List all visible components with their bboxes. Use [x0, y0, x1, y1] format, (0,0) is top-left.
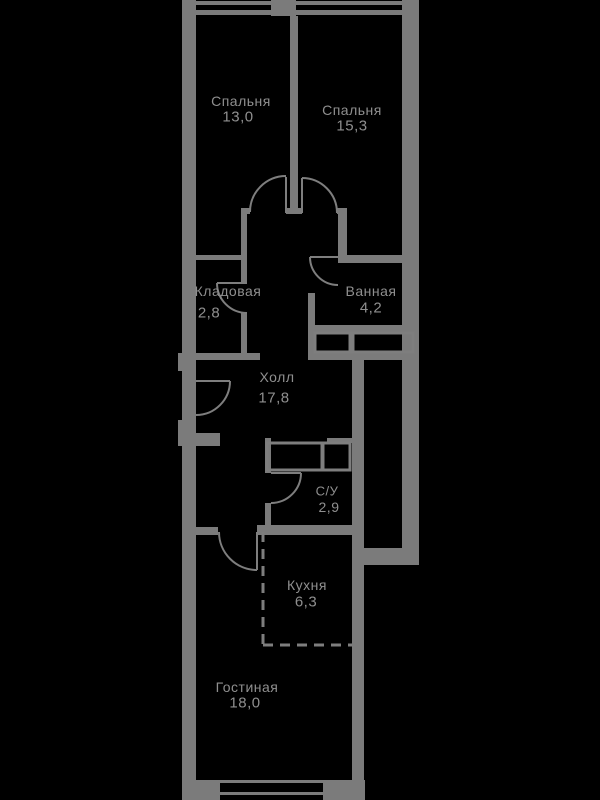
- bedroom2-door-arc: [301, 177, 338, 214]
- room-area-bedroom1: 13,0: [222, 108, 254, 126]
- window-bottom-slot-outer: [220, 783, 323, 792]
- bedroom1-door-arc: [249, 175, 287, 213]
- room-area-kitchen: 6,3: [294, 593, 318, 611]
- outer-wall-right: [402, 0, 419, 565]
- entry-inner-block: [196, 433, 220, 446]
- outer-wall-left: [182, 0, 196, 800]
- room-area-hall: 17,8: [258, 389, 290, 407]
- room-name-bedroom1: Спальня: [211, 93, 271, 109]
- duct-bottom-wall: [308, 352, 419, 360]
- bedroom-divider-wall: [290, 16, 298, 208]
- wc-top-wall: [327, 438, 364, 443]
- room-name-living: Гостиная: [215, 679, 279, 695]
- window-top-right-inner: [296, 10, 402, 15]
- top-corner-right: [402, 0, 419, 16]
- wc-fixture-box-right: [321, 441, 352, 472]
- wc-fixture-box-left: [265, 441, 324, 472]
- storage-door-arc: [216, 282, 248, 314]
- entry-door-arc: [195, 380, 231, 416]
- lower-right-wall: [352, 360, 364, 800]
- bedroom-door-stub-right: [337, 208, 347, 214]
- living-top-wall-left: [196, 527, 218, 535]
- room-area-living: 18,0: [229, 694, 261, 712]
- bedroom-door-stub-center: [286, 208, 302, 214]
- living-door-arc: [218, 531, 258, 571]
- right-step-wall: [352, 548, 419, 565]
- bathroom-bottom-wall: [308, 325, 419, 333]
- storage-right-wall-upper: [241, 214, 247, 283]
- entry-step-lower: [178, 420, 196, 446]
- room-area-storage: 2,8: [197, 304, 221, 322]
- top-corner-left: [182, 0, 196, 16]
- wc-left-wall-lower: [265, 503, 271, 533]
- entry-step-upper: [178, 355, 196, 371]
- room-area-bedroom2: 15,3: [336, 117, 368, 135]
- window-top-left-outer: [196, 1, 271, 5]
- window-bottom-slot-inner: [220, 795, 323, 800]
- bathroom-duct-box-right: [351, 331, 415, 354]
- room-name-storage: Кладовая: [194, 283, 262, 299]
- wc-bottom-wall: [257, 525, 364, 535]
- bathroom-top-wall: [338, 255, 419, 263]
- top-window-pier: [271, 0, 296, 16]
- storage-bottom-wall: [178, 353, 260, 360]
- room-name-bedroom2: Спальня: [322, 102, 382, 118]
- bathroom-duct-box-left: [313, 331, 352, 354]
- wc-door-arc: [270, 472, 302, 504]
- window-top-left-inner: [196, 10, 271, 15]
- storage-right-wall-lower: [241, 313, 247, 360]
- hall-bathroom-wall: [338, 214, 347, 258]
- storage-top-wall: [196, 255, 241, 260]
- room-name-bathroom: Ванная: [345, 283, 397, 299]
- bathroom-door-arc: [309, 256, 339, 286]
- bedroom-door-stub-left: [241, 208, 250, 214]
- window-top-right-outer: [296, 1, 402, 5]
- room-area-wc: 2,9: [318, 499, 340, 515]
- room-area-bathroom: 4,2: [359, 299, 383, 317]
- room-name-kitchen: Кухня: [287, 577, 327, 593]
- room-name-hall: Холл: [259, 369, 295, 385]
- room-name-wc: С/У: [315, 483, 339, 499]
